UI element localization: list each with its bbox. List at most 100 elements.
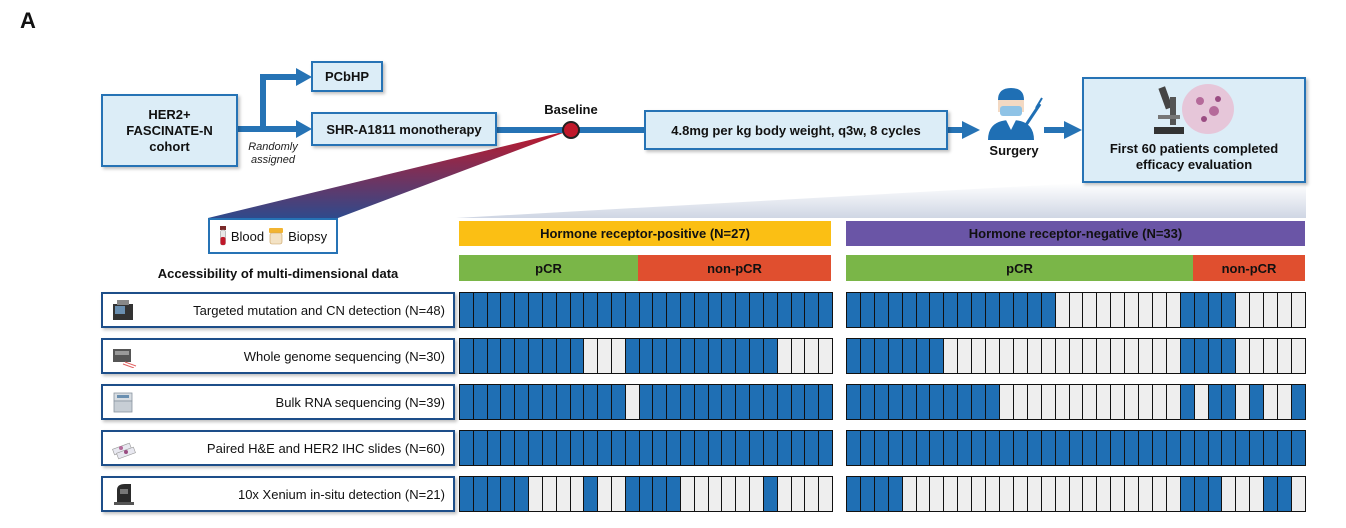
sample-available-cell bbox=[625, 431, 640, 465]
sample-unavailable-cell bbox=[1139, 293, 1153, 327]
sample-unavailable-cell bbox=[1166, 477, 1181, 511]
sample-available-cell bbox=[639, 431, 654, 465]
sample-available-cell bbox=[529, 431, 543, 465]
cohort-line-1: HER2+ bbox=[148, 106, 191, 122]
sample-available-cell bbox=[1013, 293, 1028, 327]
blood-label: Blood bbox=[230, 228, 265, 244]
sample-available-cell bbox=[501, 293, 516, 327]
sample-available-cell bbox=[570, 339, 585, 373]
grid-hr-pos-targeted bbox=[459, 292, 833, 328]
sample-available-cell bbox=[1055, 431, 1070, 465]
hr-positive-bar: Hormone receptor-positive (N=27) bbox=[459, 221, 831, 246]
sample-available-cell bbox=[611, 293, 626, 327]
sample-available-cell bbox=[487, 431, 502, 465]
sample-unavailable-cell bbox=[791, 477, 806, 511]
sample-available-cell bbox=[847, 293, 861, 327]
sample-available-cell bbox=[1041, 293, 1056, 327]
sample-available-cell bbox=[1208, 339, 1223, 373]
sample-available-cell bbox=[584, 431, 599, 465]
sample-unavailable-cell bbox=[1055, 339, 1070, 373]
sample-unavailable-cell bbox=[611, 339, 626, 373]
sample-available-cell bbox=[888, 477, 903, 511]
evaluation-line-2: efficacy evaluation bbox=[1135, 157, 1253, 172]
sample-available-cell bbox=[916, 339, 931, 373]
sample-available-cell bbox=[860, 339, 875, 373]
sample-available-cell bbox=[763, 477, 778, 511]
sample-available-cell bbox=[487, 477, 502, 511]
sample-available-cell bbox=[736, 385, 751, 419]
sample-available-cell bbox=[902, 431, 917, 465]
sample-available-cell bbox=[681, 431, 695, 465]
sample-available-cell bbox=[487, 385, 502, 419]
sample-unavailable-cell bbox=[1236, 385, 1251, 419]
sample-available-cell bbox=[529, 385, 543, 419]
sample-available-cell bbox=[874, 431, 889, 465]
sample-available-cell bbox=[1264, 431, 1279, 465]
sample-available-cell bbox=[1292, 431, 1305, 465]
sample-unavailable-cell bbox=[1152, 339, 1167, 373]
sample-available-cell bbox=[625, 477, 640, 511]
sample-available-cell bbox=[1097, 431, 1112, 465]
sample-available-cell bbox=[888, 431, 903, 465]
sample-available-cell bbox=[1194, 477, 1209, 511]
sample-unavailable-cell bbox=[805, 339, 820, 373]
sample-types-box: Blood Biopsy bbox=[208, 218, 338, 254]
sample-available-cell bbox=[777, 293, 792, 327]
sample-available-cell bbox=[570, 293, 585, 327]
sample-available-cell bbox=[473, 385, 488, 419]
sample-available-cell bbox=[1278, 477, 1292, 511]
sample-unavailable-cell bbox=[986, 477, 1000, 511]
sample-unavailable-cell bbox=[1097, 477, 1112, 511]
sample-unavailable-cell bbox=[972, 477, 987, 511]
sample-available-cell bbox=[986, 431, 1000, 465]
sample-unavailable-cell bbox=[1111, 339, 1126, 373]
sample-unavailable-cell bbox=[1111, 293, 1126, 327]
xenium-icon bbox=[114, 484, 134, 505]
sample-available-cell bbox=[916, 431, 931, 465]
sample-unavailable-cell bbox=[1125, 385, 1140, 419]
sample-unavailable-cell bbox=[1083, 339, 1098, 373]
surgery-label: Surgery bbox=[989, 143, 1039, 158]
sample-available-cell bbox=[972, 293, 987, 327]
sample-unavailable-cell bbox=[1250, 477, 1265, 511]
blood-tube-icon bbox=[219, 226, 226, 246]
sample-unavailable-cell bbox=[1069, 339, 1084, 373]
sample-unavailable-cell bbox=[694, 477, 709, 511]
sample-available-cell bbox=[819, 431, 832, 465]
sample-unavailable-cell bbox=[930, 477, 945, 511]
arm-shr-box: SHR-A1811 monotherapy bbox=[311, 112, 497, 146]
sample-available-cell bbox=[570, 431, 585, 465]
sample-unavailable-cell bbox=[736, 477, 751, 511]
sample-available-cell bbox=[722, 293, 737, 327]
hr-positive-pcr-bar: pCR bbox=[459, 255, 638, 281]
sample-available-cell bbox=[598, 385, 612, 419]
wgs-machine-icon bbox=[113, 349, 137, 368]
data-row-label: Targeted mutation and CN detection (N=48… bbox=[193, 302, 445, 318]
grid-hr-neg-slides bbox=[846, 430, 1306, 466]
sample-available-cell bbox=[542, 431, 557, 465]
sample-available-cell bbox=[750, 293, 764, 327]
sample-available-cell bbox=[529, 293, 543, 327]
sample-unavailable-cell bbox=[999, 477, 1014, 511]
sample-unavailable-cell bbox=[1055, 477, 1070, 511]
sample-unavailable-cell bbox=[529, 477, 543, 511]
data-row-label: Paired H&E and HER2 IHC slides (N=60) bbox=[206, 440, 445, 456]
accessibility-title: Accessibility of multi-dimensional data bbox=[157, 266, 399, 281]
sample-available-cell bbox=[639, 293, 654, 327]
sample-available-cell bbox=[1069, 431, 1084, 465]
sample-available-cell bbox=[736, 431, 751, 465]
baseline-marker bbox=[562, 121, 580, 139]
sample-available-cell bbox=[473, 293, 488, 327]
sample-unavailable-cell bbox=[1139, 385, 1153, 419]
sample-unavailable-cell bbox=[584, 339, 599, 373]
sample-available-cell bbox=[694, 385, 709, 419]
sample-unavailable-cell bbox=[1041, 385, 1056, 419]
evaluation-box: First 60 patients completed efficacy eva… bbox=[1082, 77, 1306, 183]
sample-available-cell bbox=[1180, 477, 1195, 511]
sample-unavailable-cell bbox=[1264, 293, 1279, 327]
sample-unavailable-cell bbox=[1292, 293, 1305, 327]
sample-available-cell bbox=[584, 385, 599, 419]
sample-available-cell bbox=[1292, 385, 1305, 419]
sample-available-cell bbox=[1236, 431, 1251, 465]
sample-available-cell bbox=[777, 431, 792, 465]
